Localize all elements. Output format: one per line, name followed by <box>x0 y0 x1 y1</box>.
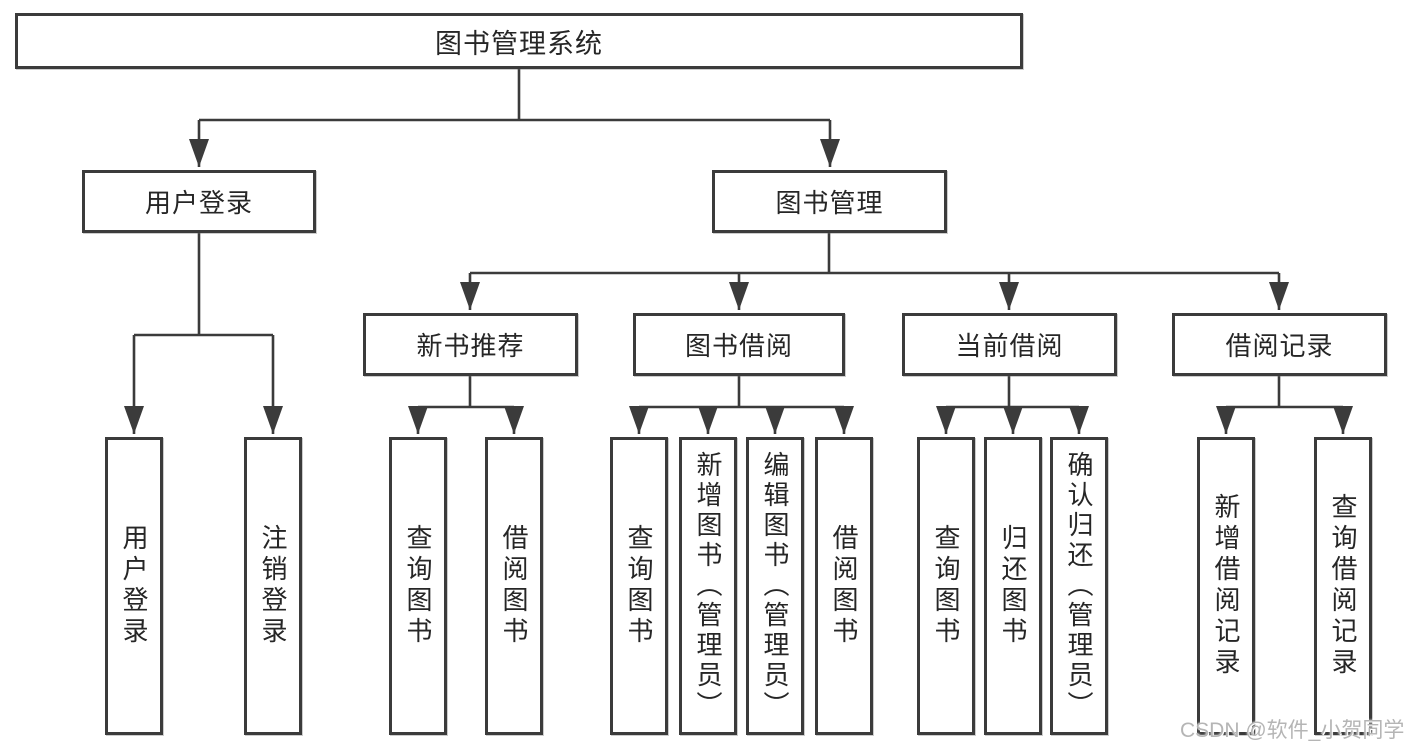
node-user-login-module: 用户登录 <box>82 170 316 233</box>
node-query-books-recommend: 查询图书 <box>389 437 447 735</box>
node-query-books-borrowing: 查询图书 <box>610 437 668 735</box>
node-query-books-current: 查询图书 <box>917 437 975 735</box>
node-label: 用户登录 <box>119 524 149 648</box>
node-confirm-return-admin: 确认归还（管理员） <box>1050 437 1108 735</box>
node-user-login: 用户登录 <box>105 437 163 735</box>
node-library-management-system: 图书管理系统 <box>15 13 1023 69</box>
node-label: 查询图书 <box>931 524 961 648</box>
node-current-borrowing: 当前借阅 <box>902 313 1117 376</box>
node-label: 图书管理系统 <box>435 28 603 59</box>
node-label: 借阅图书 <box>499 524 529 648</box>
node-book-borrowing: 图书借阅 <box>633 313 845 376</box>
node-edit-book-admin: 编辑图书（管理员） <box>746 437 804 735</box>
node-label: 图书管理 <box>775 188 884 218</box>
node-add-borrow-record: 新增借阅记录 <box>1197 437 1255 735</box>
node-new-book-recommendation: 新书推荐 <box>363 313 578 376</box>
node-label: 确认归还（管理员） <box>1064 451 1094 721</box>
node-label: 当前借阅 <box>955 331 1064 361</box>
node-add-book-admin: 新增图书（管理员） <box>679 437 737 735</box>
node-label: 归还图书 <box>998 524 1028 648</box>
node-label: 借阅图书 <box>829 524 859 648</box>
node-label: 新增图书（管理员） <box>693 451 723 721</box>
node-label: 编辑图书（管理员） <box>760 451 790 721</box>
csdn-watermark: CSDN @软件_小贺同学 <box>1180 719 1405 742</box>
connector-spines <box>134 68 1343 409</box>
node-logout: 注销登录 <box>244 437 302 735</box>
node-label: 查询图书 <box>624 524 654 648</box>
node-label: 注销登录 <box>258 524 288 648</box>
node-borrow-books-recommend: 借阅图书 <box>485 437 543 735</box>
node-label: 新增借阅记录 <box>1211 493 1241 679</box>
node-borrowing-records: 借阅记录 <box>1172 313 1387 376</box>
node-label: 查询借阅记录 <box>1328 493 1358 679</box>
node-label: 查询图书 <box>403 524 433 648</box>
node-label: 用户登录 <box>144 188 253 218</box>
node-borrow-books: 借阅图书 <box>815 437 873 735</box>
node-query-borrow-record: 查询借阅记录 <box>1314 437 1372 735</box>
node-label: 新书推荐 <box>416 331 525 361</box>
node-book-management-module: 图书管理 <box>712 170 947 233</box>
connector-arrows <box>124 120 1353 434</box>
node-label: 借阅记录 <box>1225 331 1334 361</box>
node-label: 图书借阅 <box>684 331 793 361</box>
node-return-book: 归还图书 <box>984 437 1042 735</box>
